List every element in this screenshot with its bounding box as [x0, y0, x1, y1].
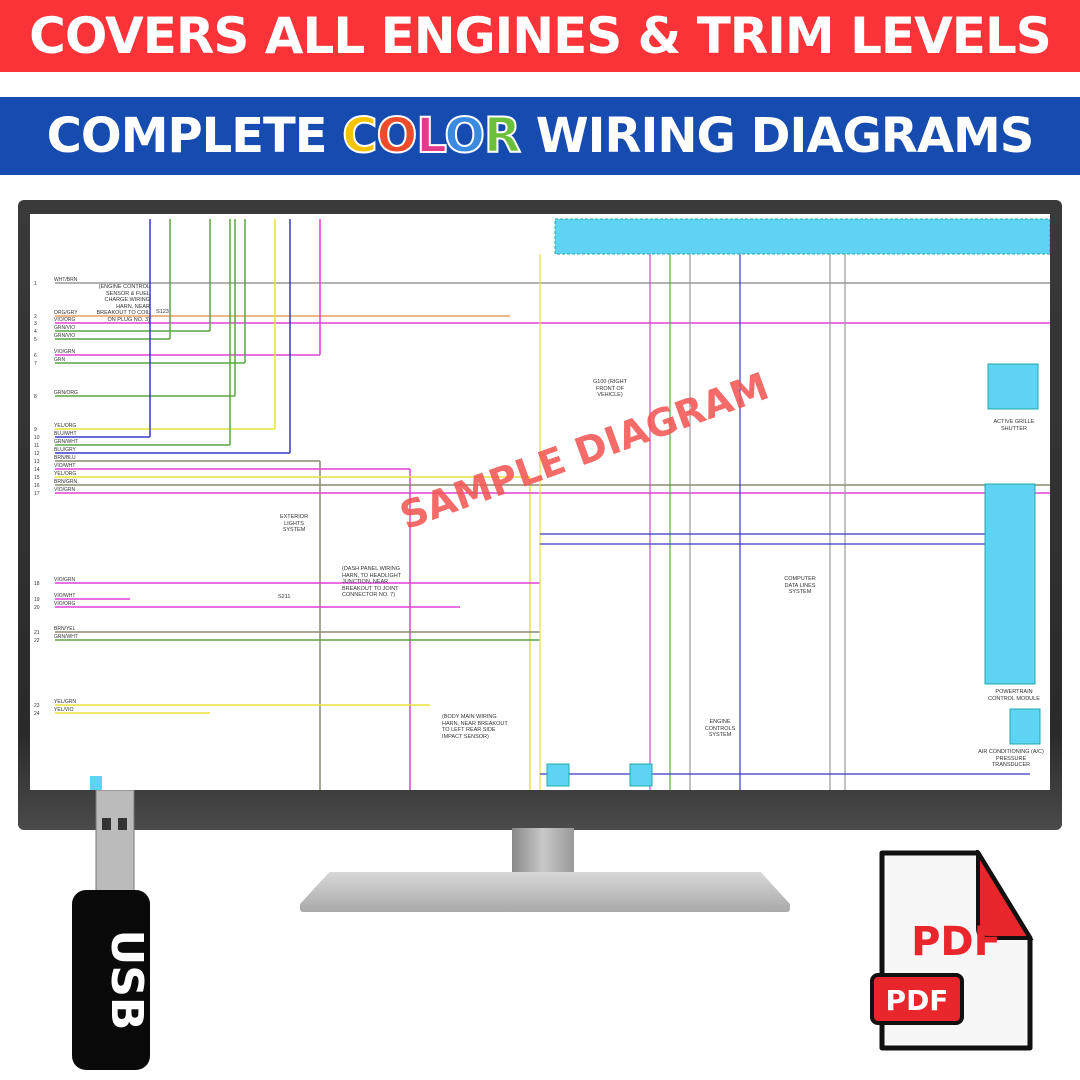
pdf-badge-label: PDF [886, 984, 949, 1017]
wire-label: GRN/WHT [54, 439, 78, 445]
color-letter: O [376, 107, 419, 165]
color-letter: L [415, 107, 446, 165]
wire-pin: 5 [34, 337, 37, 343]
wire-pin: 18 [34, 581, 40, 587]
connector-block [554, 218, 1050, 255]
wire-label: VIO/ORG [54, 317, 76, 323]
wire-label: VIO/WHT [54, 463, 75, 469]
wire-label: VIO/WHT [54, 593, 75, 599]
wire-label: GRN/WHT [54, 634, 78, 640]
pressure-transducer-block [1009, 708, 1041, 745]
wiring-diagram: 1WHT/BRN2ORG/GRY3VIO/ORG4GRN/VIO5GRN/VIO… [34, 218, 1050, 790]
grille-shutter-block [987, 363, 1039, 410]
color-letter: C [341, 107, 378, 165]
top-banner-text: COVERS ALL ENGINES & TRIM LEVELS [29, 7, 1052, 65]
bottom-banner: COMPLETE COLOR WIRING DIAGRAMS [0, 97, 1080, 175]
wire-label: YEL/VIO [54, 707, 74, 713]
wire-pin: 11 [34, 443, 39, 449]
wire-label: VIO/ORG [54, 601, 76, 607]
wire-pin: 12 [34, 451, 40, 457]
wire-pin: 23 [34, 703, 40, 709]
note-ground-g100: G100 (RIGHT FRONT OF VEHICLE) [593, 379, 627, 398]
wire-label: ORG/GRY [54, 310, 78, 316]
wire-label: GRN [54, 357, 66, 363]
banner-suffix: WIRING DIAGRAMS [535, 108, 1035, 164]
wire-label: BRN/YEL [54, 626, 76, 632]
wire-label: GRN/VIO [54, 333, 75, 339]
pdf-big-label: PDF [911, 919, 1001, 965]
banner-prefix: COMPLETE [46, 108, 328, 164]
note-body-main-harness: (BODY MAIN WIRING HARN, NEAR BREAKOUT TO… [442, 714, 508, 740]
wire-pin: 20 [34, 605, 40, 611]
wire-pin: 15 [34, 475, 40, 481]
wire-pin: 24 [34, 711, 40, 717]
note-engine-controls: ENGINE CONTROLS SYSTEM [704, 719, 736, 738]
splice-s211: S211 [278, 594, 291, 600]
color-letter: R [483, 107, 522, 165]
color-word: COLOR [341, 107, 522, 165]
note-active-grille-shutter: ACTIVE GRILLE SHUTTER [993, 419, 1035, 432]
monitor-stand-base [300, 872, 790, 912]
wire-pin: 9 [34, 427, 37, 433]
usb-label: USB [101, 930, 150, 1031]
note-engine-control-harness: (ENGINE CONTROL SENSOR & FUEL CHARGE WIR… [96, 284, 151, 323]
wire-label: YEL/ORG [54, 423, 76, 429]
note-ac-pressure-transducer: AIR CONDITIONING (A/C) PRESSURE TRANSDUC… [978, 749, 1044, 768]
wire-pin: 10 [34, 435, 40, 441]
wire-pin: 8 [34, 394, 37, 400]
wire-pin: 22 [34, 638, 40, 644]
pcm-connector-block [984, 483, 1036, 685]
sensor-block [546, 763, 570, 787]
wire-label: VIO/GRN [54, 487, 76, 493]
wire-pin: 21 [34, 630, 40, 636]
wire-pin: 4 [34, 329, 37, 335]
splice-s123: S123 [156, 309, 169, 315]
note-dash-panel-harness: (DASH PANEL WIRING HARN, TO HEADLIGHT JU… [342, 566, 401, 598]
wire-label: GRN/ORG [54, 390, 78, 396]
sensor-block [629, 763, 653, 787]
usb-drive-icon: USB [72, 790, 150, 1070]
wire-pin: 14 [34, 467, 40, 473]
wire-pin: 6 [34, 353, 37, 359]
wire-label: GRN/VIO [54, 325, 75, 331]
wire-label: BLU/WHT [54, 431, 77, 437]
wire-label: YEL/ORG [54, 471, 76, 477]
wire-label: BRN/BLU [54, 455, 76, 461]
color-letter: O [443, 107, 486, 165]
top-banner: COVERS ALL ENGINES & TRIM LEVELS [0, 0, 1080, 72]
wire-pin: 2 [34, 314, 37, 320]
connector-stub [90, 776, 102, 790]
wire-pin: 7 [34, 361, 37, 367]
wire-label: WHT/BRN [54, 277, 78, 283]
wire-pin: 13 [34, 459, 40, 465]
wire-pin: 19 [34, 597, 40, 603]
pdf-file-icon: PDF PDF [870, 850, 1034, 1051]
wire-label: YEL/GRN [54, 699, 76, 705]
wire-label: VIO/GRN [54, 577, 76, 583]
wire-pin: 1 [34, 281, 37, 287]
note-exterior-lights: EXTERIOR LIGHTS SYSTEM [279, 514, 309, 533]
wire-label: BRN/GRN [54, 479, 77, 485]
wire-pin: 17 [34, 491, 40, 497]
wire-label: VIO/GRN [54, 349, 76, 355]
wire-label: BLU/GRY [54, 447, 77, 453]
note-pcm: POWERTRAIN CONTROL MODULE [988, 689, 1040, 702]
wire-pin: 16 [34, 483, 40, 489]
wire-pin: 3 [34, 321, 37, 327]
note-computer-data-lines: COMPUTER DATA LINES SYSTEM [784, 576, 816, 595]
